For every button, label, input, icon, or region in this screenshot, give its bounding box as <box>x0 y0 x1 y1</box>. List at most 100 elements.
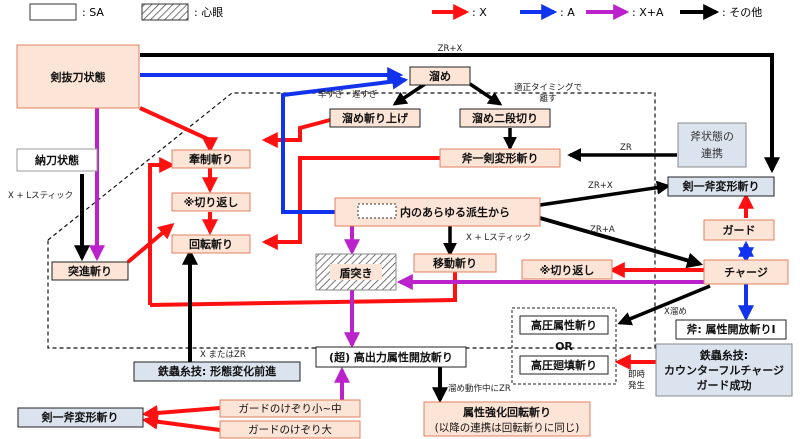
arrows <box>74 53 780 432</box>
node-tame-nidan <box>459 108 551 128</box>
node-tame-kiriage <box>329 108 421 128</box>
label-zr-a: ZR+A <box>590 225 615 235</box>
node-chou-text: (超) 高出力属性開放斬り <box>329 350 453 364</box>
label-x-lstick-mid: X + Lスティック <box>466 233 531 243</box>
label-zr: ZR <box>620 143 632 153</box>
node-counter-line2: カウンターフルチャージ <box>664 364 784 377</box>
node-tosshin-text: 突進斬り <box>68 264 112 278</box>
node-noutou <box>16 148 98 172</box>
label-zr-x-mid: ZR+X <box>588 181 613 191</box>
arrow-idou-to-loop <box>149 270 457 307</box>
node-kirikaeshi-right-text: ※切り返し <box>540 263 595 277</box>
node-kouatsu-zokusei-text: 高圧属性斬り <box>531 318 597 332</box>
node-battou-text: 剣抜刀状態 <box>50 70 106 84</box>
node-fu-state <box>677 122 747 168</box>
node-guard-text: ガード <box>723 223 756 237</box>
node-ken-fu-henkei-left-text: 剣一斧変形斬り <box>41 410 119 424</box>
label-tekisei-line2: 離す <box>539 93 556 104</box>
label-x-tame: X溜め <box>664 306 687 317</box>
node-kouatsu-kaiten-text: 高圧廻填斬り <box>531 358 597 372</box>
node-tame-text: 溜め <box>429 69 451 83</box>
node-tate-tsuki-label-bg <box>330 264 382 280</box>
legend: : SA : 心眼 : X : A : X+A : その他 <box>29 3 762 21</box>
edge-labels: ZR+X 早すぎ・遅すぎ 適正タイミングで 離す ZR ZR+X ZR+A X … <box>8 44 687 394</box>
arrow-derived-to-kenfu <box>539 180 671 207</box>
node-fu-zokusei <box>675 319 787 340</box>
node-fu-state-line2: 連携 <box>701 146 723 160</box>
node-tame-nidan-text: 溜め二段切り <box>472 111 538 125</box>
arrow-battou-to-kisei <box>139 106 218 154</box>
arrow-tame-to-nidan <box>469 82 503 106</box>
node-kirikaeshi <box>171 192 251 212</box>
node-kouatsu-zokusei <box>519 315 609 335</box>
node-kouatsu-group <box>511 307 617 385</box>
arrow-kezuri-small-to-kenfu <box>141 405 221 421</box>
arrow-kiriage-to-kisei <box>261 118 331 148</box>
shingan-region <box>47 92 656 349</box>
node-tame <box>409 66 471 86</box>
node-derived-text: 内のあらゆる派生から <box>400 205 510 219</box>
node-kezuri-large <box>219 420 361 439</box>
arrow-tame-to-kiriage <box>392 82 426 106</box>
legend-sa-swatch <box>29 3 77 21</box>
node-kisei-text: 牽制斬り <box>189 152 233 166</box>
node-keitai-text: 鉄蟲糸技: 形態変化前進 <box>158 364 277 378</box>
legend-xa-label: : X+A <box>632 6 664 19</box>
node-battou <box>16 44 140 109</box>
label-sokuji-line1: 即時 <box>628 370 646 380</box>
node-zokusei-kyouka <box>423 401 591 437</box>
legend-shingan-label: : 心眼 <box>194 6 223 19</box>
label-tame-zr: 溜め動作中にZR <box>448 383 511 394</box>
node-ken-fu-henkei-right <box>667 176 775 197</box>
label-sokuji-line2: 発生 <box>628 380 646 391</box>
label-x-lstick-left: X + Lスティック <box>8 191 73 201</box>
legend-other-label: : その他 <box>722 6 762 19</box>
node-kezuri-large-text: ガードのけぞり大 <box>248 423 332 436</box>
node-zokusei-kyouka-line1: 属性強化回転斬り <box>463 405 551 419</box>
node-keitai <box>133 361 301 382</box>
nodes: 剣抜刀状態 納刀状態 溜め 溜め斬り上げ 溜め二段切り 斧一剣変形斬り 斧状態の… <box>16 44 793 439</box>
label-x-or-zr: X またはZR <box>200 350 246 360</box>
label-hayasugi: 早すぎ・遅すぎ <box>318 89 378 100</box>
node-or-text: OR <box>555 340 573 353</box>
node-kezuri-small <box>219 399 361 418</box>
node-tate-tsuki-text: 盾突き <box>340 266 373 280</box>
arrow-derived-to-charge <box>539 216 704 269</box>
node-charge-text: チャージ <box>724 266 768 279</box>
label-zr-x-top: ZR+X <box>438 44 463 54</box>
node-derived-inset <box>357 203 397 219</box>
arrow-battou-to-kenfu <box>140 53 780 174</box>
node-counter-line3: ガード成功 <box>697 378 752 392</box>
node-counter <box>655 343 793 397</box>
node-kisei <box>171 149 251 169</box>
node-kouatsu-kaiten <box>519 355 609 375</box>
node-fu-state-line1: 斧状態の <box>690 129 734 143</box>
node-guard <box>703 219 775 241</box>
node-ken-fu-henkei-left <box>17 407 144 428</box>
node-kaiten-text: 回転斬り <box>189 237 233 251</box>
node-noutou-text: 納刀状態 <box>35 153 79 167</box>
node-idou <box>413 253 497 273</box>
label-tekisei-line1: 適正タイミングで <box>514 82 582 93</box>
legend-sa-label: : SA <box>82 6 104 19</box>
legend-a-label: : A <box>560 6 575 19</box>
node-kezuri-small-text: ガードのけぞり小~中 <box>238 402 341 415</box>
node-kirikaeshi-text: ※切り返し <box>184 195 239 209</box>
arrow-charge-to-kouatsu <box>617 284 711 326</box>
node-counter-line1: 鉄蟲糸技: <box>700 348 748 362</box>
legend-shingan-swatch <box>141 3 189 21</box>
node-fu-ken-henkei <box>439 148 561 168</box>
node-fu-ken-henkei-text: 斧一剣変形斬り <box>462 151 539 165</box>
arrow-kezuri-large-to-kenfu <box>141 413 221 432</box>
node-tosshin <box>51 261 129 281</box>
node-zokusei-kyouka-line2: (以降の連携は回転斬りに同じ) <box>435 421 580 434</box>
node-kirikaeshi-right <box>521 259 613 280</box>
arrow-fuken-to-kaiten <box>261 156 440 250</box>
legend-x-label: : X <box>472 6 487 19</box>
arrow-derived-to-tame <box>281 73 409 214</box>
node-chou <box>315 346 467 368</box>
node-charge <box>703 259 789 285</box>
arrow-loop-to-kisei <box>148 157 176 305</box>
node-tame-kiriage-text: 溜め斬り上げ <box>342 111 409 125</box>
